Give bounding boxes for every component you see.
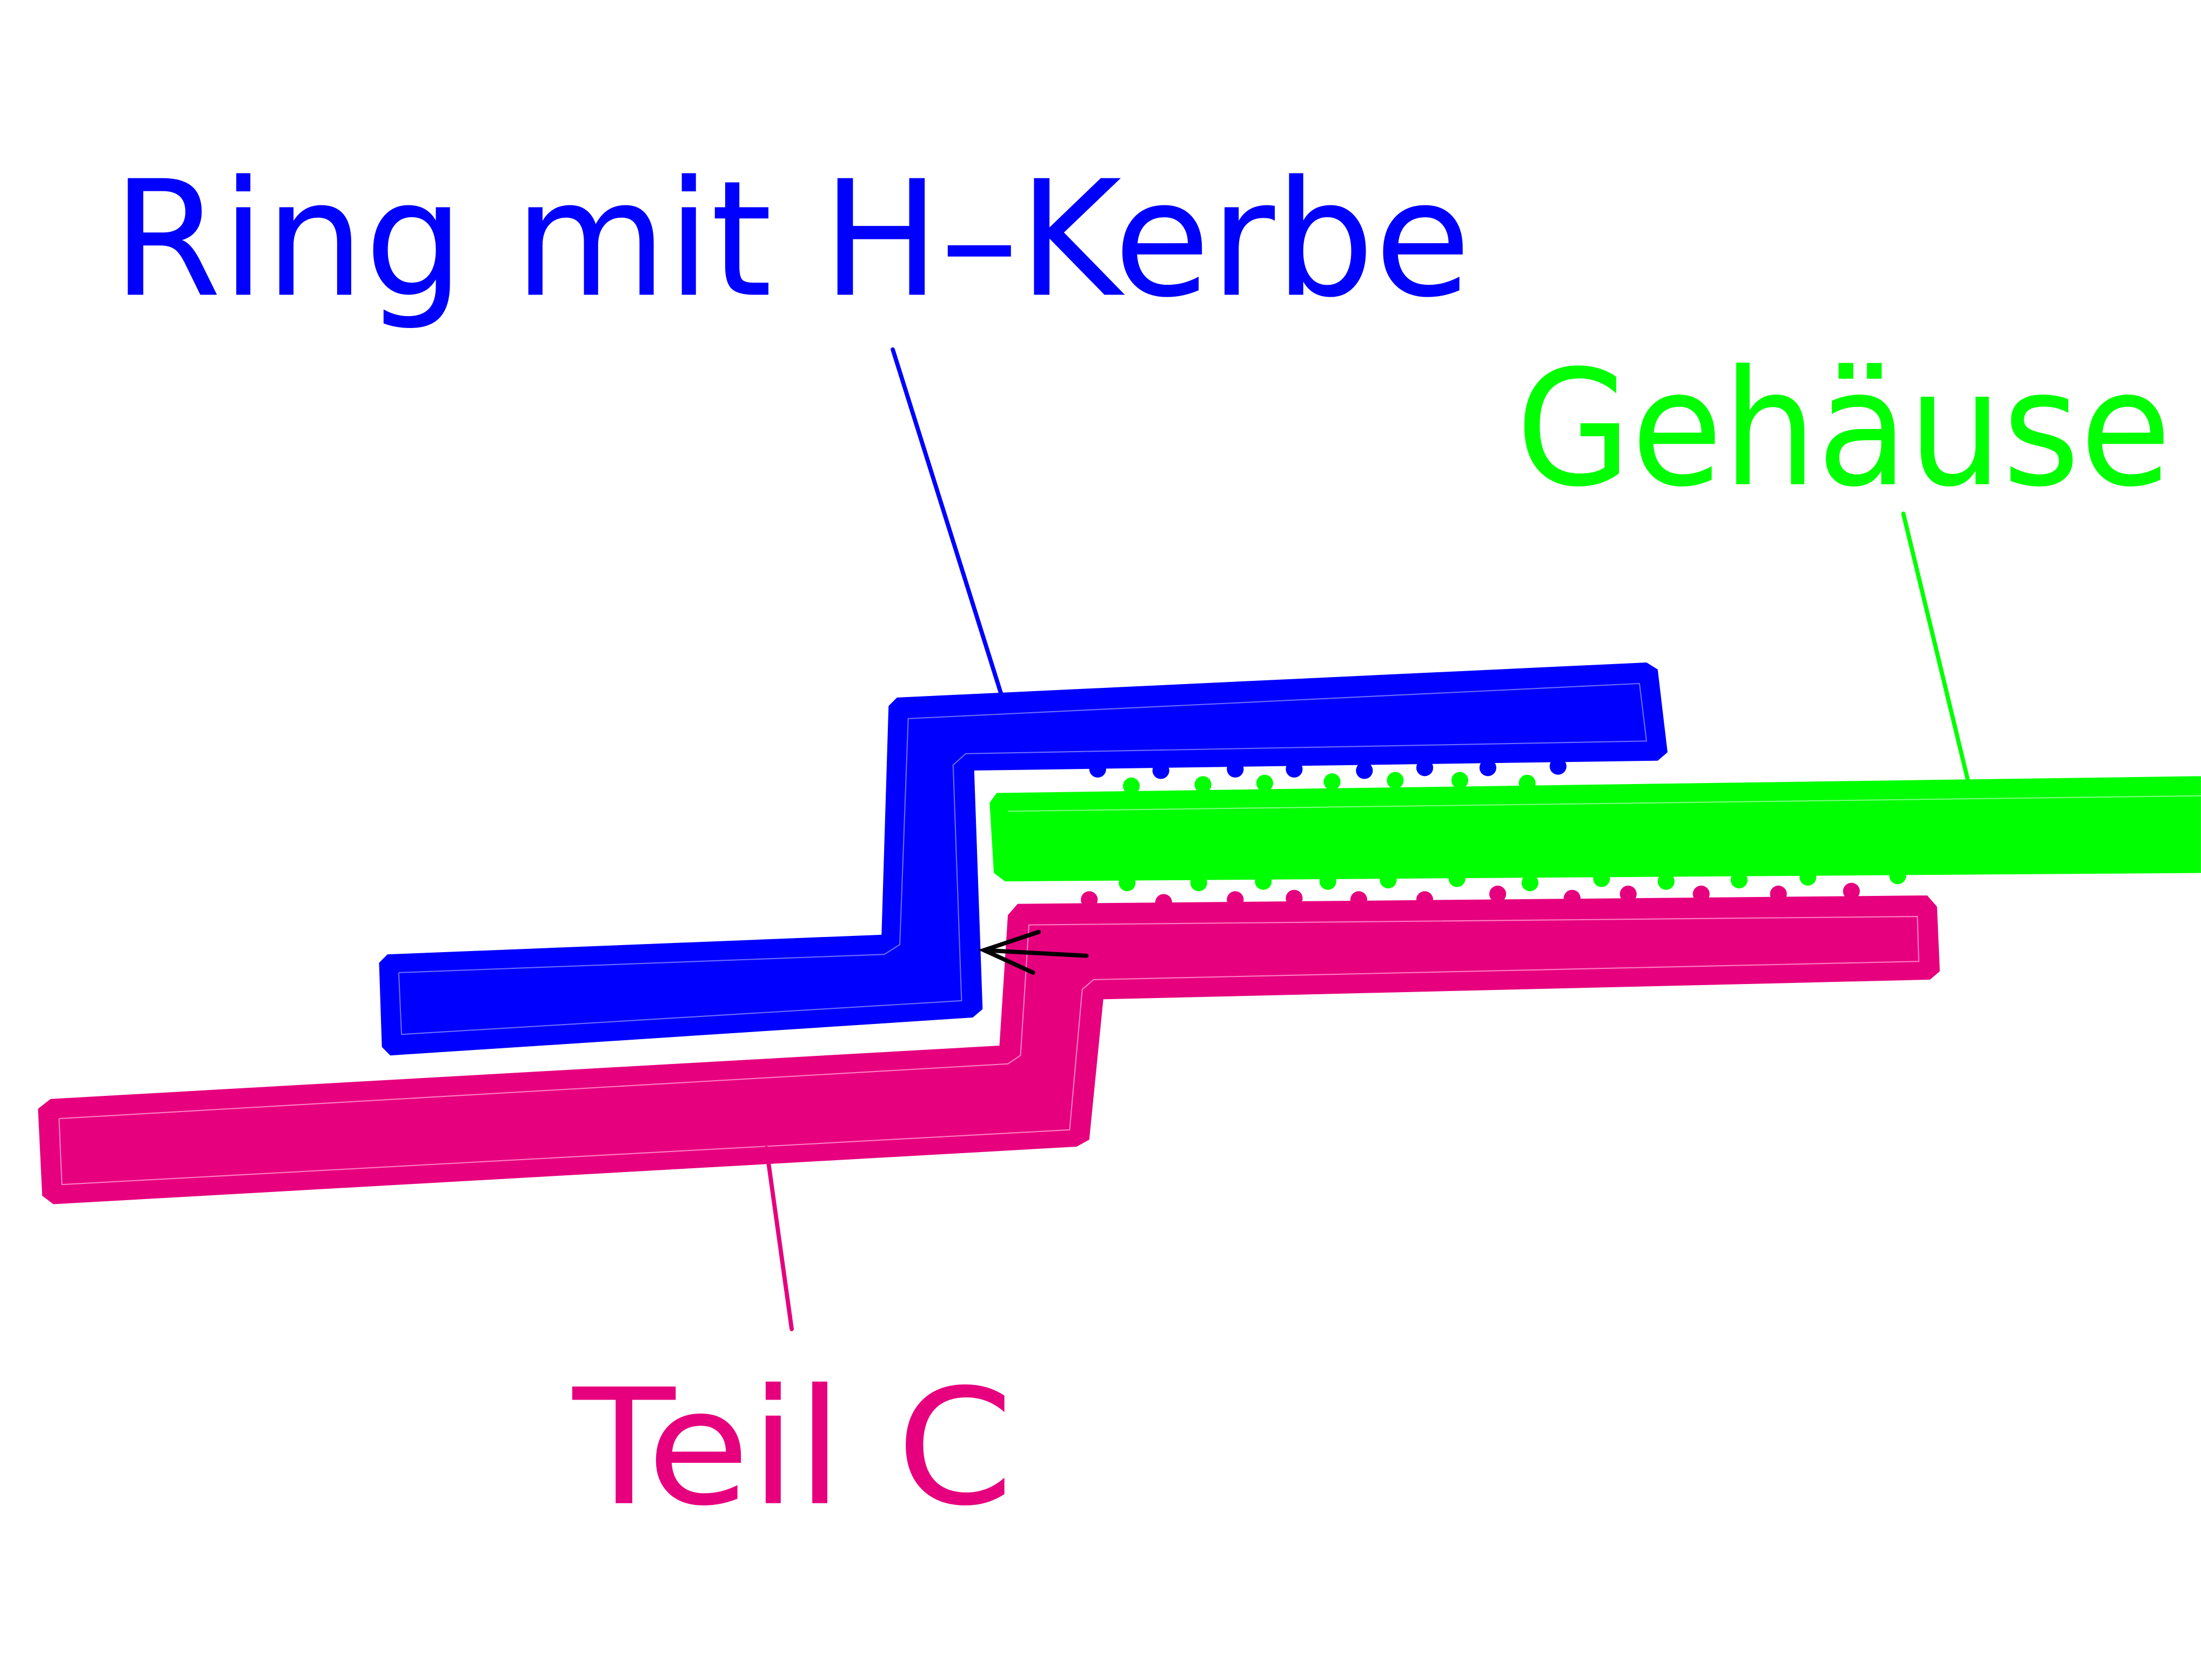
ring-body [379, 662, 1668, 1056]
ring-part [379, 662, 1668, 1056]
housing-inner-outline [1008, 795, 2201, 812]
part-c-label: Teil C [570, 1355, 1013, 1541]
part-c [38, 882, 1940, 1204]
ring-leader-line [891, 347, 1005, 700]
part-c-inner-outline [58, 916, 1919, 1186]
part-c-leader-line [764, 1146, 794, 1331]
ring-teeth [1089, 758, 1567, 779]
housing-leader-line [1901, 511, 1970, 783]
housing-teeth [1119, 772, 1906, 892]
housing-body [989, 776, 2201, 882]
ring-inner-outline [398, 682, 1648, 1035]
housing-label: Gehäuse [1516, 336, 2171, 522]
ring-label: Ring mit H–Kerbe [112, 146, 1471, 332]
part-c-teeth [1081, 882, 1860, 911]
movement-arrow [978, 929, 1089, 975]
part-c-body [38, 895, 1940, 1204]
housing-part [989, 772, 2201, 892]
